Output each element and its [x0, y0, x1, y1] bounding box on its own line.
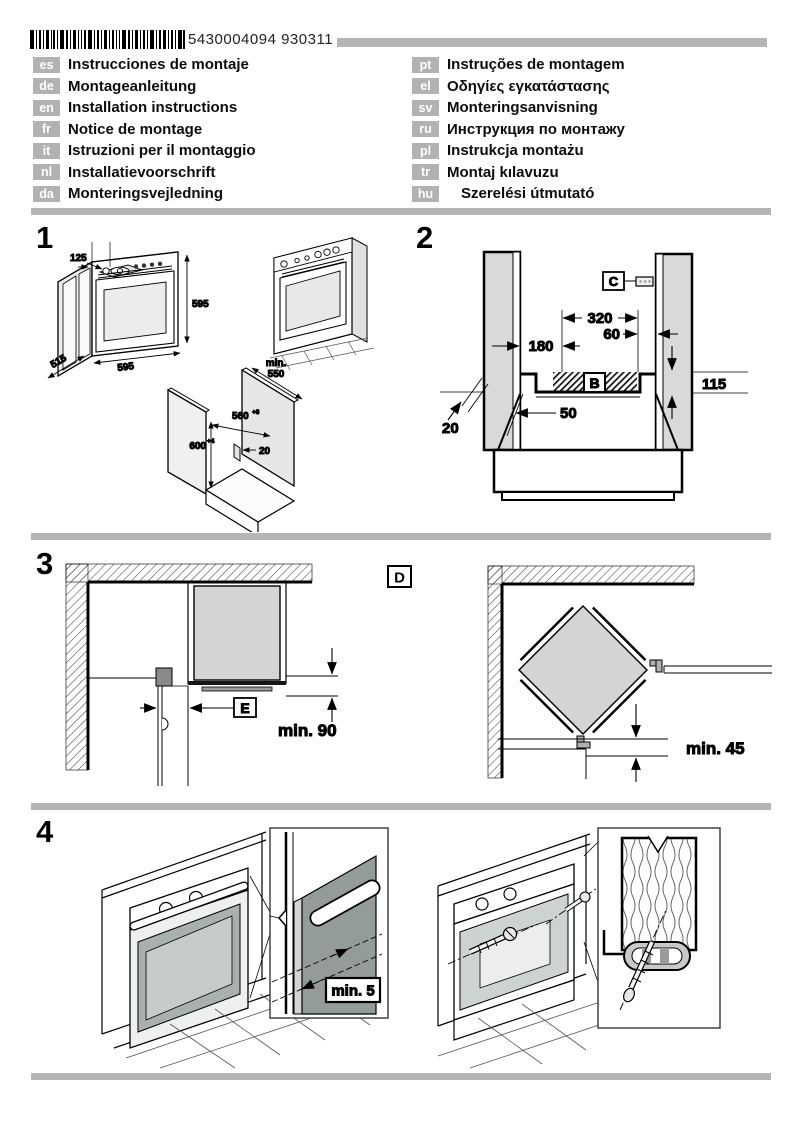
label-e: E: [240, 700, 249, 716]
language-list-left: es Instrucciones de montaje de Montageanle…: [33, 54, 256, 205]
language-code-badge: hu: [412, 185, 439, 202]
language-title: Инструкция по монтажу: [447, 120, 625, 138]
language-list-right: pt Instruções de montagem el Οδηγίες εγκατ…: [412, 54, 625, 205]
language-row: ru Инструкция по монтажу: [412, 119, 625, 141]
label-d-box: [387, 565, 412, 588]
fig2-cabinet-section: B C: [482, 250, 694, 501]
dim-600-label: 600: [189, 441, 206, 452]
language-row: es Instrucciones de montaje: [33, 54, 256, 76]
language-title: Montageanleitung: [68, 77, 197, 95]
header-gray-bar: [337, 38, 767, 47]
language-code-badge: da: [33, 185, 60, 202]
dim-320-label: 320: [587, 310, 612, 327]
corner-post: [155, 667, 173, 687]
language-row: da Monteringsvejledning: [33, 183, 256, 205]
language-row: de Montageanleitung: [33, 76, 256, 98]
language-title: Szerelési útmutató: [461, 185, 595, 203]
language-code-badge: en: [33, 99, 60, 116]
dim-560-label: 560: [232, 411, 249, 422]
label-b: B: [589, 375, 599, 391]
dim-560-tolerance: +8: [252, 409, 260, 416]
figure-2-drawing: B C 320 60 180 115 50: [440, 250, 748, 501]
language-code-badge: it: [33, 142, 60, 159]
section-divider: [31, 1073, 771, 1080]
language-code-badge: el: [412, 78, 439, 95]
language-code-badge: tr: [412, 164, 439, 181]
fig1-cabinet-carcass: min. 550 560 +8 600 +4 20: [167, 358, 303, 532]
dim-50-label: 50: [560, 405, 577, 422]
figure-3-drawing: min. 90 E D: [65, 563, 772, 786]
dim-20-label: 20: [442, 420, 459, 437]
figure-3-number: 3: [36, 546, 54, 581]
figure-1-number: 1: [36, 220, 54, 255]
language-row: pl Instrukcja montażu: [412, 140, 625, 162]
oven-rotated-top-view: [518, 605, 648, 735]
language-title: Οδηγίες εγκατάστασης: [447, 77, 610, 95]
fig3-plan-right: min. 45: [487, 565, 772, 782]
language-code-badge: es: [33, 56, 60, 73]
section-divider: [31, 533, 771, 540]
language-code-badge: nl: [33, 164, 60, 181]
dim-20-gap-label: 20: [259, 446, 271, 457]
dim-180-label: 180: [528, 338, 553, 355]
figure-2-number: 2: [416, 220, 434, 255]
language-title: Instruções de montagem: [447, 56, 625, 74]
barcode-image: [30, 30, 185, 49]
language-code-badge: pt: [412, 56, 439, 73]
fig1-oven-isometric: [57, 251, 179, 378]
language-row: tr Montaj kılavuzu: [412, 162, 625, 184]
fig4-right-assembly: [437, 827, 721, 1069]
language-title: Istruzioni per il montaggio: [68, 142, 256, 160]
language-code-badge: ru: [412, 121, 439, 138]
fig4-left-assembly: min. 5: [101, 827, 389, 1069]
dim-60-label: 60: [603, 326, 620, 343]
dim-115-label: 115: [702, 376, 726, 393]
dim-min45-label: min. 45: [686, 739, 745, 758]
dim-min-label: min.: [266, 358, 287, 369]
label-d: D: [394, 570, 405, 587]
language-row: it Istruzioni per il montaggio: [33, 140, 256, 162]
label-c: C: [609, 274, 619, 289]
language-code-badge: sv: [412, 99, 439, 116]
figure-4-drawing: min. 5: [101, 827, 721, 1069]
screw-head: [622, 987, 636, 1003]
language-row: sv Monteringsanvisning: [412, 97, 625, 119]
section-divider: [31, 208, 771, 215]
language-code-badge: fr: [33, 121, 60, 138]
dim-min5-label: min. 5: [331, 983, 374, 1000]
language-title: Montaj kılavuzu: [447, 163, 559, 181]
dim-min90-label: min. 90: [278, 721, 337, 740]
oven-top-view: [193, 585, 281, 681]
language-row: en Installation instructions: [33, 97, 256, 119]
language-code-badge: de: [33, 78, 60, 95]
dim-125-label: 125: [70, 253, 87, 264]
language-title: Monteringsvejledning: [68, 185, 224, 203]
language-title: Instrucciones de montaje: [68, 56, 249, 74]
language-title: Instrukcja montażu: [447, 142, 584, 160]
fig2-dimensions: 320 60 180 115 50 20: [440, 310, 748, 438]
language-row: el Οδηγίες εγκατάστασης: [412, 76, 625, 98]
fig3-plan-left: min. 90 E: [65, 563, 338, 786]
barcode-number: 5430004094 930311: [188, 31, 334, 48]
language-title: Monteringsanvisning: [447, 99, 598, 117]
language-title: Notice de montage: [68, 120, 203, 138]
dim-595-width-label: 595: [117, 361, 135, 374]
dim-595-height-label: 595: [192, 299, 209, 310]
fig1-wall-oven: [269, 237, 375, 371]
wood-panel: [620, 836, 698, 952]
language-row: pt Instruções de montagem: [412, 54, 625, 76]
figure-4-number: 4: [36, 814, 54, 849]
dim-550-label: 550: [268, 369, 285, 380]
language-row: fr Notice de montage: [33, 119, 256, 141]
language-row: nl Installatievoorschrift: [33, 162, 256, 184]
dim-600-tolerance: +4: [207, 438, 215, 445]
section-divider: [31, 803, 771, 810]
language-code-badge: pl: [412, 142, 439, 159]
language-title: Installation instructions: [68, 99, 238, 117]
language-title: Installatievoorschrift: [68, 163, 216, 181]
figure-1-drawing: 125 595 595 515: [47, 237, 375, 532]
language-row: hu Szerelési útmutató: [412, 183, 625, 205]
